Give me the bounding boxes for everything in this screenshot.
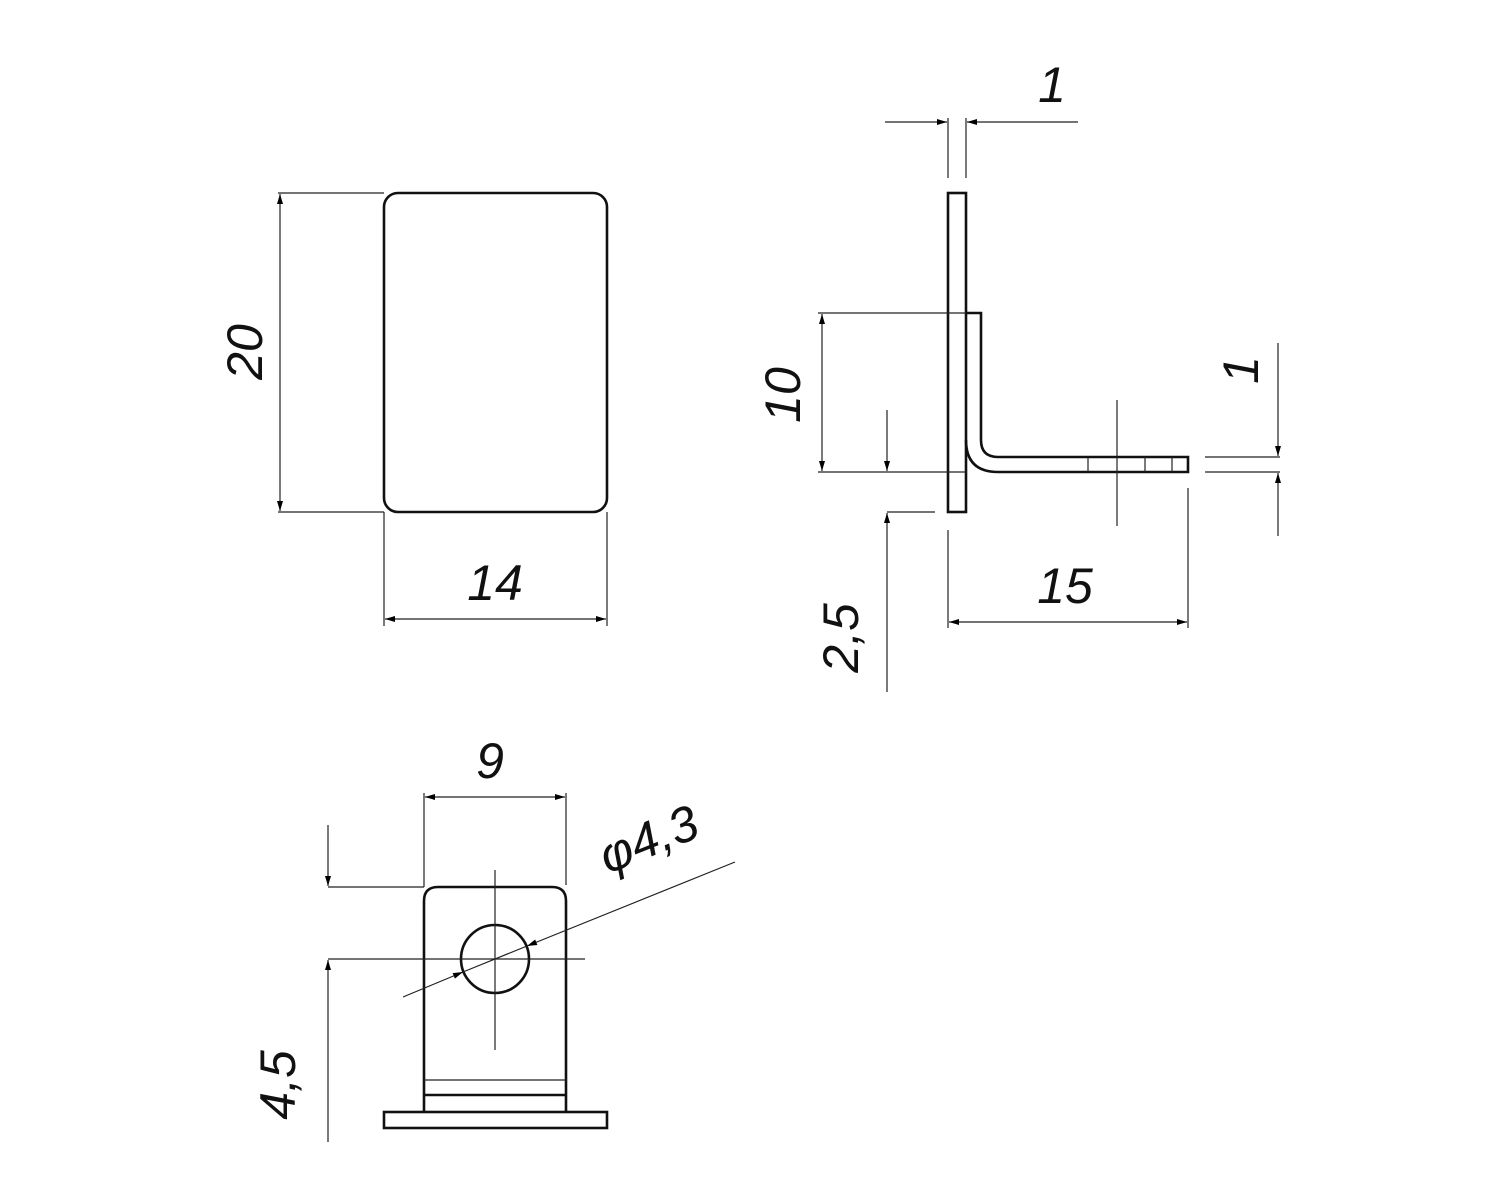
dim-hole-diameter: φ4,3 [591,794,707,884]
dim-offset-2-5: 2,5 [813,603,869,674]
dim-length-15: 15 [1037,558,1093,614]
base-plate [382,1110,609,1130]
dim-hole-position-4-5: 4,5 [250,1050,306,1120]
plate-outline [382,191,609,514]
top-view: 9 4,5 φ4,3 [250,733,736,1142]
dim-flange-thickness-1: 1 [1213,356,1269,384]
side-view: 1 10 2,5 15 1 [755,57,1281,692]
dim-height-10: 10 [755,367,811,423]
dim-thickness-1: 1 [1038,57,1066,113]
plate-section [946,191,968,514]
diameter-leader [402,971,464,998]
front-view: 20 14 [217,191,609,626]
dim-height-20: 20 [217,324,273,381]
dim-width-9: 9 [476,733,504,789]
diameter-leader [526,861,736,947]
diameter-leader [462,945,528,973]
bracket-profile [964,311,1190,474]
dim-width-14: 14 [467,555,523,611]
